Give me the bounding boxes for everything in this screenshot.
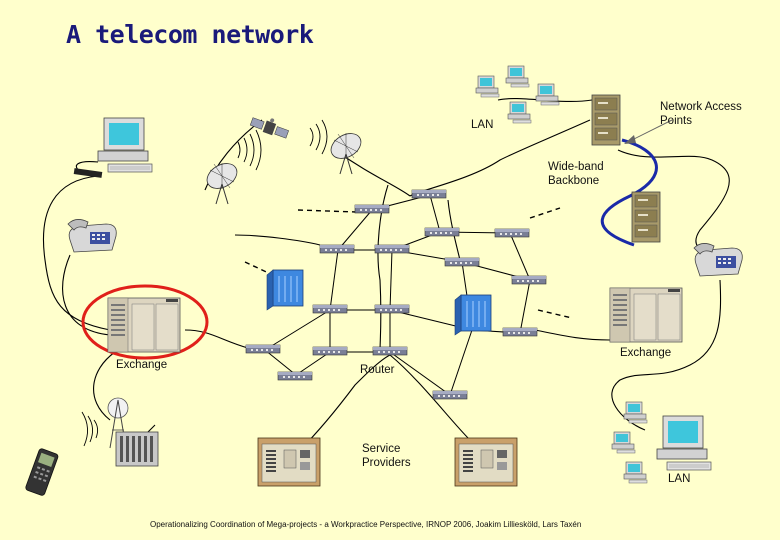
page-title: A telecom network xyxy=(66,20,314,49)
service-provider-icon xyxy=(454,437,518,487)
router-label: Router xyxy=(360,364,395,376)
access-rack-icon xyxy=(591,94,621,146)
server-icon xyxy=(454,294,492,336)
telephone-icon xyxy=(693,242,743,277)
wireless-arcs xyxy=(81,119,328,447)
exchange-left-label: Exchange xyxy=(116,359,168,371)
mobile-phone-icon xyxy=(25,448,59,496)
base-station-icon xyxy=(115,431,159,467)
backbone-link xyxy=(600,138,658,247)
service-providers-label-line2: Providers xyxy=(362,457,411,469)
modem-icon xyxy=(73,168,103,178)
callout-arrow xyxy=(624,119,673,144)
service-provider-icon xyxy=(257,437,321,487)
footer-citation: Operationalizing Coordination of Mega-pr… xyxy=(150,520,582,529)
desktop-computer-icon xyxy=(97,117,153,173)
telephone-icon xyxy=(67,218,117,253)
satellite-dish-icon xyxy=(326,127,366,175)
server-icon xyxy=(266,269,304,311)
wideband-backbone-label-line1: Wide-band xyxy=(548,161,604,173)
service-providers-label-line1: Service xyxy=(362,443,401,455)
network-access-points-label-line2: Points xyxy=(660,115,692,127)
lan-top-label: LAN xyxy=(471,119,494,131)
satellite-dish-icon xyxy=(202,157,242,205)
backbone-rack-icon xyxy=(631,191,661,243)
lan-bottom-label: LAN xyxy=(668,473,691,485)
exchange-highlight-ring xyxy=(81,284,209,360)
desktop-computer-icon xyxy=(656,415,712,471)
exchange-right-label: Exchange xyxy=(620,347,672,359)
lan-bottom-computers xyxy=(611,401,648,484)
wideband-backbone-label-line2: Backbone xyxy=(548,175,600,187)
network-access-points-label-line1: Network Access xyxy=(660,101,742,113)
exchange-right-icon xyxy=(609,287,683,343)
lan-top-computers xyxy=(475,65,560,124)
exchange-left-icon xyxy=(107,297,181,353)
satellite-icon xyxy=(249,117,289,139)
radio-tower-icon xyxy=(107,397,129,449)
